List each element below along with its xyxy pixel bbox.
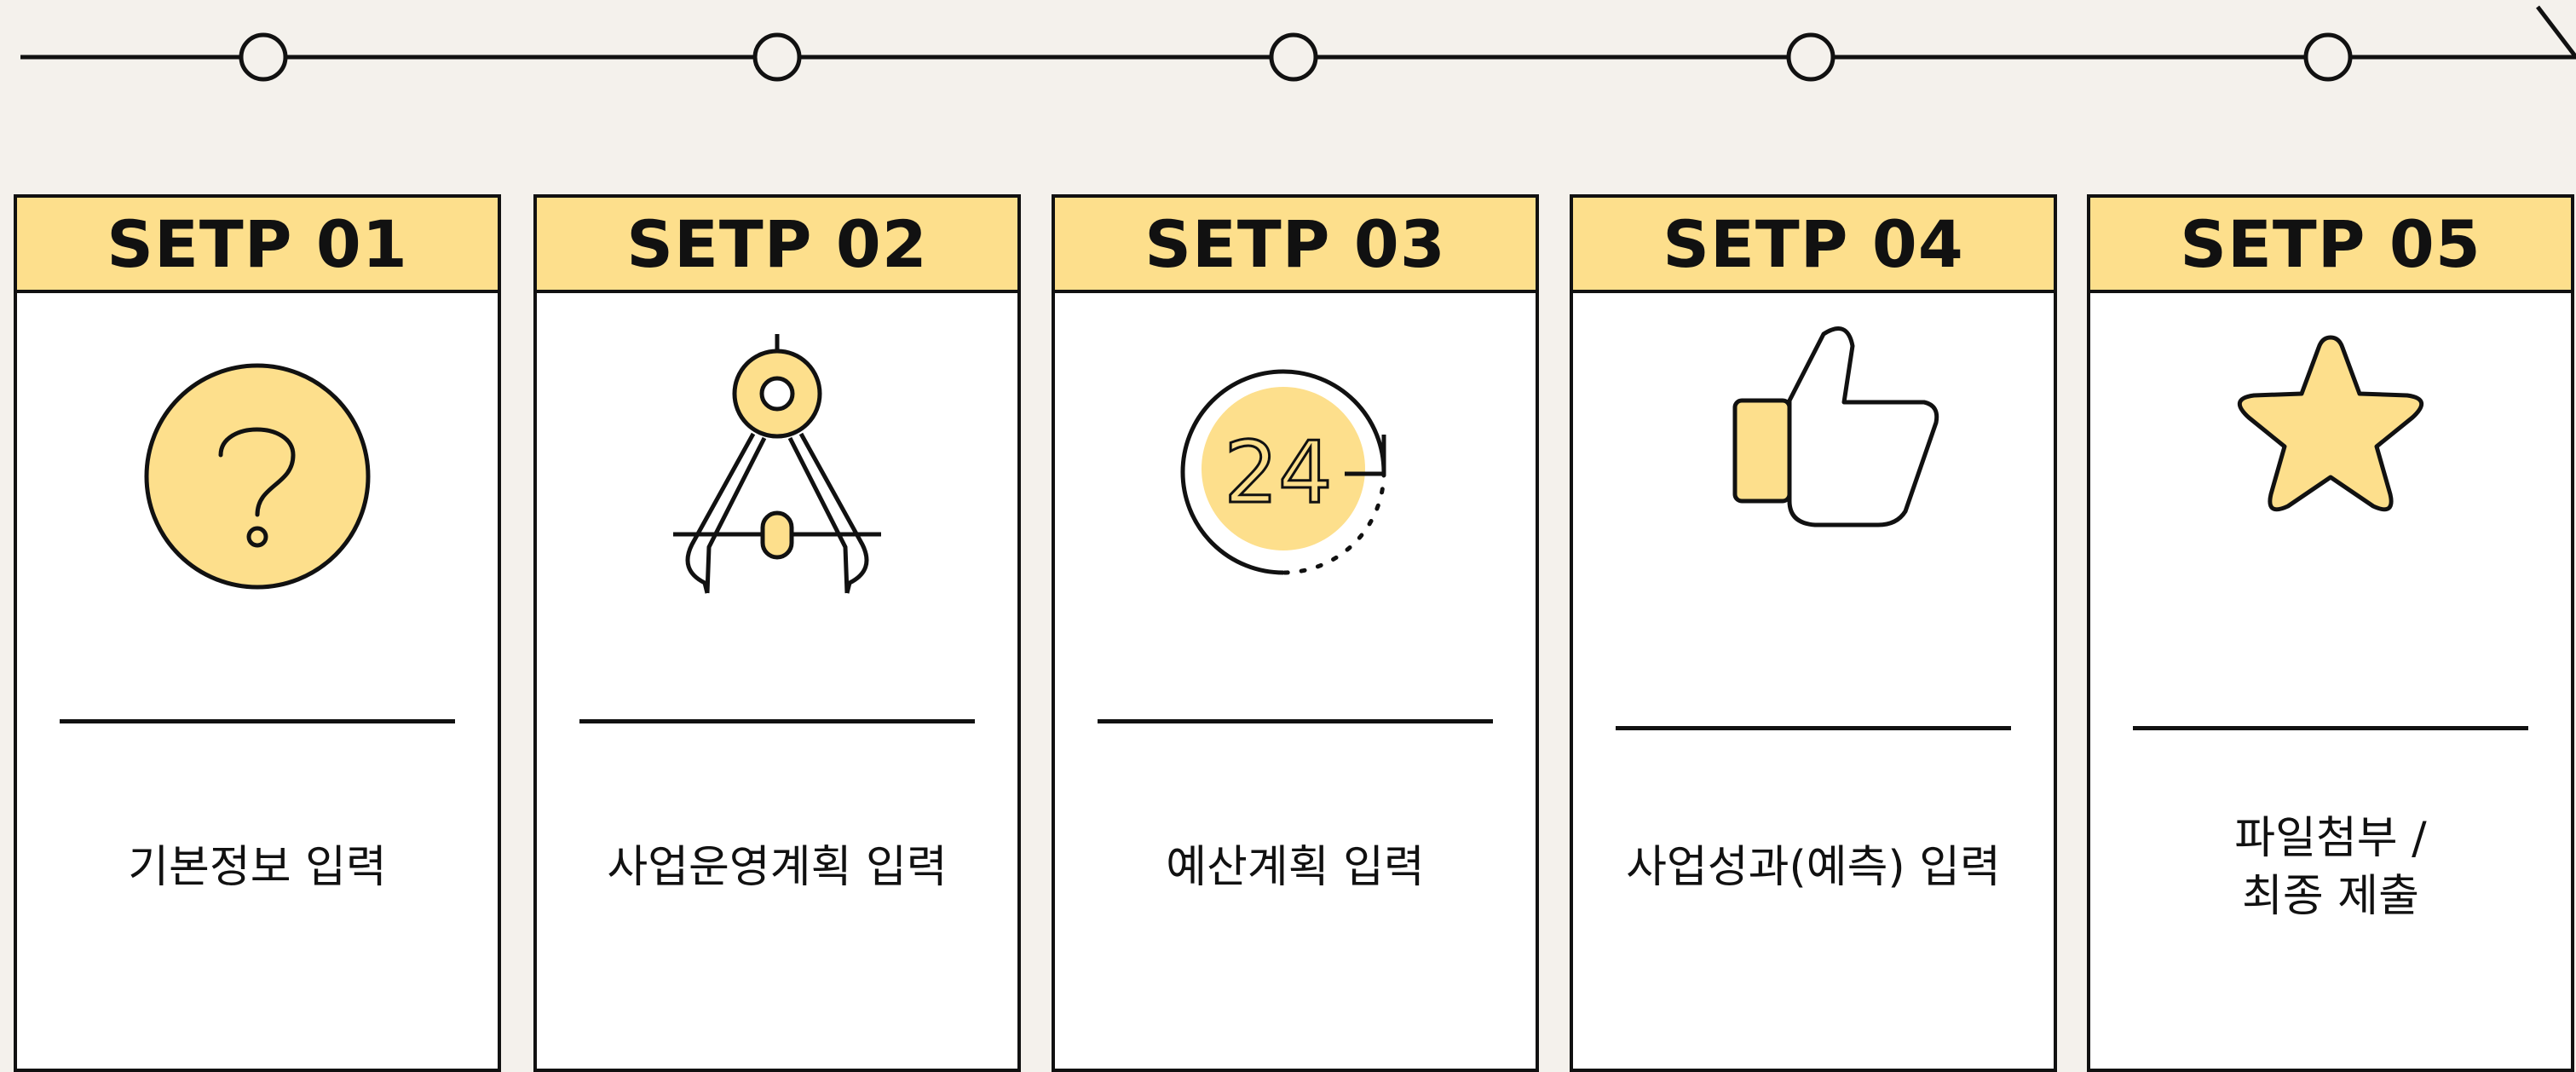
- step-title-5: SETP 05: [2180, 205, 2481, 282]
- step-title-1: SETP 01: [107, 205, 408, 282]
- step-divider-3: [1098, 719, 1493, 723]
- step-divider-5: [2133, 726, 2528, 730]
- step-divider-2: [579, 719, 975, 723]
- clock-24-icon: 24: [1180, 369, 1386, 575]
- timeline: [20, 5, 2576, 82]
- step-label-4: 사업성과(예측) 입력: [1626, 842, 2001, 893]
- timeline-node-3: [1269, 32, 1318, 82]
- step-divider-1: [60, 719, 455, 723]
- step-label-3: 예산계획 입력: [1166, 842, 1425, 893]
- step-title-4: SETP 04: [1663, 205, 1964, 282]
- timeline-node-2: [752, 32, 802, 82]
- step-divider-4: [1616, 726, 2011, 730]
- step-card-4: SETP 04 사업성과(예측) 입력: [1570, 194, 2057, 1072]
- step-header-5: SETP 05: [2090, 198, 2571, 293]
- thumbs-up-icon: [1732, 326, 1939, 527]
- question-icon: [144, 363, 371, 590]
- step-title-3: SETP 03: [1144, 205, 1446, 282]
- step-label-5: 파일첨부 / 최종 제출: [2234, 813, 2427, 922]
- step-header-3: SETP 03: [1055, 198, 1536, 293]
- timeline-node-5: [2303, 32, 2353, 82]
- step-header-2: SETP 02: [537, 198, 1017, 293]
- step-card-3: SETP 03 24 예산계획 입력: [1052, 194, 1539, 1072]
- step-header-4: SETP 04: [1573, 198, 2054, 293]
- step-card-5: SETP 05 파일첨부 / 최종 제출: [2087, 194, 2574, 1072]
- step-title-2: SETP 02: [626, 205, 928, 282]
- step-card-2: SETP 02 사업운영계획 입력: [533, 194, 1021, 1072]
- step-label-1: 기본정보 입력: [128, 842, 387, 893]
- step-label-2: 사업운영계획 입력: [607, 842, 948, 893]
- star-icon: [2238, 335, 2423, 512]
- clock-number: 24: [1224, 423, 1332, 522]
- step-header-1: SETP 01: [17, 198, 498, 293]
- compass-icon: [673, 334, 881, 594]
- timeline-node-4: [1786, 32, 1835, 82]
- step-card-1: SETP 01 기본정보 입력: [14, 194, 501, 1072]
- timeline-arrow-icon: [2536, 5, 2576, 59]
- timeline-node-1: [239, 32, 288, 82]
